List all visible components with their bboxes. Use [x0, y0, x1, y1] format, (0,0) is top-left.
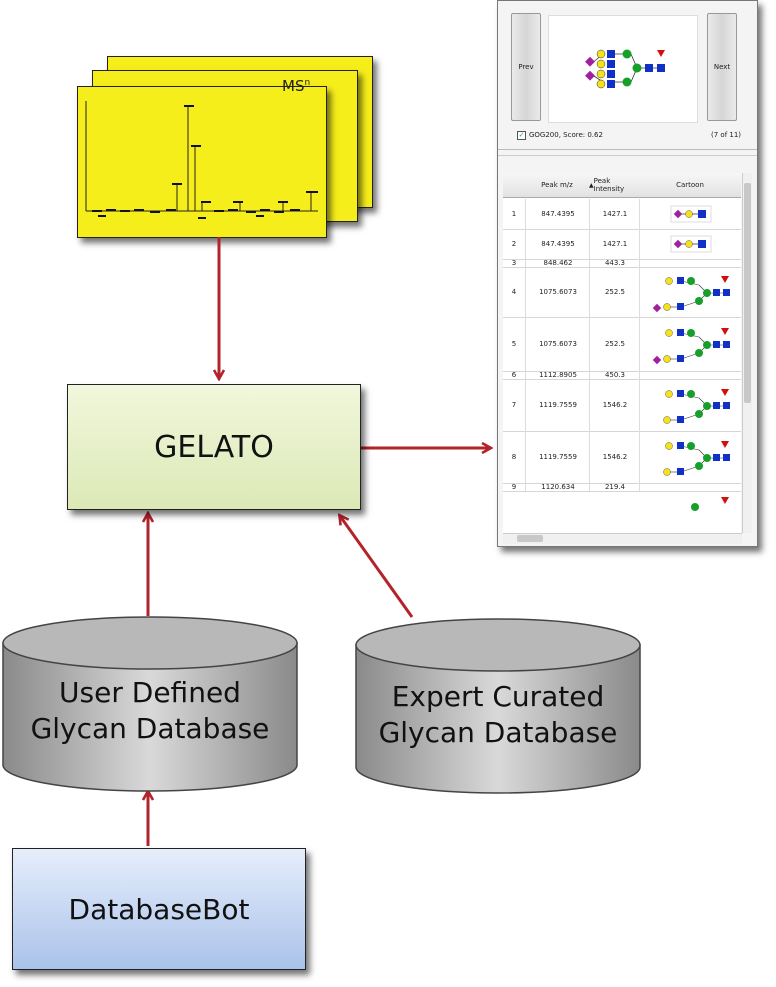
peak-intensity-cell: 443.3	[589, 259, 640, 267]
prev-button[interactable]: Prev	[511, 13, 541, 121]
glycan-cartoon	[652, 328, 730, 365]
peak-mz-cell: 1112.8905	[525, 371, 590, 379]
glycan-viewer-screenshot: Prev Next	[497, 0, 758, 547]
match-checkbox[interactable]: ✓	[517, 131, 526, 140]
gelato-box: GELATO	[67, 384, 361, 510]
row-index: 1	[511, 210, 517, 218]
ms-spectrum	[85, 101, 318, 219]
column-header-peak-mz[interactable]: Peak m/z	[525, 173, 590, 198]
row-index: 4	[511, 288, 517, 296]
user-defined-db: User Defined Glycan Database	[0, 615, 300, 795]
cartoon-cell	[639, 431, 741, 483]
peak-intensity-cell: 252.5	[589, 267, 640, 317]
row-index: 6	[511, 371, 517, 379]
cylinder-shape	[355, 618, 641, 794]
column-header-label: Peak m/z	[541, 181, 573, 189]
cartoon-cell	[639, 371, 741, 379]
user-db-line2: Glycan Database	[30, 712, 270, 745]
peak-intensity-cell: 1427.1	[589, 199, 640, 229]
peak-mz-cell: 1075.6073	[525, 317, 590, 371]
vertical-scrollbar[interactable]	[742, 173, 752, 533]
peak-mz-cell: 1119.7559	[525, 431, 590, 483]
table-row-partial	[639, 491, 741, 531]
glycan-cartoon	[670, 235, 712, 253]
cartoon-cell	[639, 379, 741, 431]
cartoon-cell	[639, 259, 741, 267]
column-header-index[interactable]	[503, 173, 526, 198]
peak-intensity-cell: 219.4	[589, 483, 640, 491]
user-db-line1: User Defined	[59, 676, 241, 709]
scroll-thumb[interactable]	[517, 535, 543, 542]
peak-mz-cell: 1120.634	[525, 483, 590, 491]
cartoon-cell	[639, 483, 741, 491]
peak-mz-cell: 847.4395	[525, 229, 590, 259]
peak-intensity-cell: 450.3	[589, 371, 640, 379]
databasebot-box: DatabaseBot	[12, 848, 306, 970]
row-index: 5	[511, 340, 517, 348]
glycan-preview	[548, 15, 698, 123]
row-index: 9	[511, 483, 517, 491]
row-index: 2	[511, 240, 517, 248]
column-header-label: Peak Intensity	[593, 177, 625, 193]
ms-card-front: MSn	[77, 77, 327, 238]
cylinder-shape	[2, 616, 298, 792]
column-header-peak-intensity[interactable]: ▲ Peak Intensity	[589, 173, 640, 198]
ms-label: MSn	[282, 77, 311, 95]
peak-intensity-cell: 1546.2	[589, 431, 640, 483]
cartoon-cell	[639, 199, 741, 229]
page-indicator: (7 of 11)	[711, 131, 742, 139]
peak-table: Peak m/z ▲ Peak Intensity Cartoon 1 847.4…	[503, 173, 741, 533]
glycan-cartoon	[691, 497, 729, 511]
peak-intensity-cell: 1427.1	[589, 229, 640, 259]
glycan-cartoon	[670, 205, 712, 223]
peak-mz-cell: 1075.6073	[525, 267, 590, 317]
glycan-cartoon	[652, 276, 730, 313]
next-button[interactable]: Next	[707, 13, 737, 121]
peak-mz-cell: 848.462	[525, 259, 590, 267]
cartoon-cell	[639, 317, 741, 371]
cartoon-cell	[639, 267, 741, 317]
row-index: 3	[511, 259, 517, 267]
scroll-thumb[interactable]	[744, 183, 751, 403]
prev-button-label: Prev	[518, 63, 534, 71]
peak-mz-cell: 1119.7559	[525, 379, 590, 431]
peak-intensity-cell: 1546.2	[589, 379, 640, 431]
horizontal-scrollbar[interactable]	[503, 533, 742, 544]
match-label: GOG200, Score: 0.62	[529, 131, 603, 139]
expert-db-line2: Glycan Database	[378, 716, 618, 749]
divider	[498, 149, 757, 150]
glycan-cartoon-preview	[585, 49, 665, 89]
peak-mz-cell: 847.4395	[525, 199, 590, 229]
row-index: 8	[511, 453, 517, 461]
arrow-expertdb-to-gelato	[340, 516, 414, 618]
glycan-cartoon	[663, 389, 730, 424]
sort-up-icon: ▲	[589, 181, 594, 189]
row-index: 7	[511, 401, 517, 409]
column-header-label: Cartoon	[676, 181, 704, 189]
column-header-cartoon[interactable]: Cartoon	[639, 173, 741, 198]
databasebot-label: DatabaseBot	[68, 892, 250, 926]
glycan-cartoon	[663, 441, 730, 476]
expert-curated-db: Expert Curated Glycan Database	[353, 617, 643, 797]
gelato-label: GELATO	[154, 429, 274, 465]
next-button-label: Next	[713, 63, 731, 71]
expert-db-line1: Expert Curated	[391, 680, 605, 713]
cartoon-cell	[639, 229, 741, 259]
divider	[498, 155, 757, 156]
peak-intensity-cell: 252.5	[589, 317, 640, 371]
